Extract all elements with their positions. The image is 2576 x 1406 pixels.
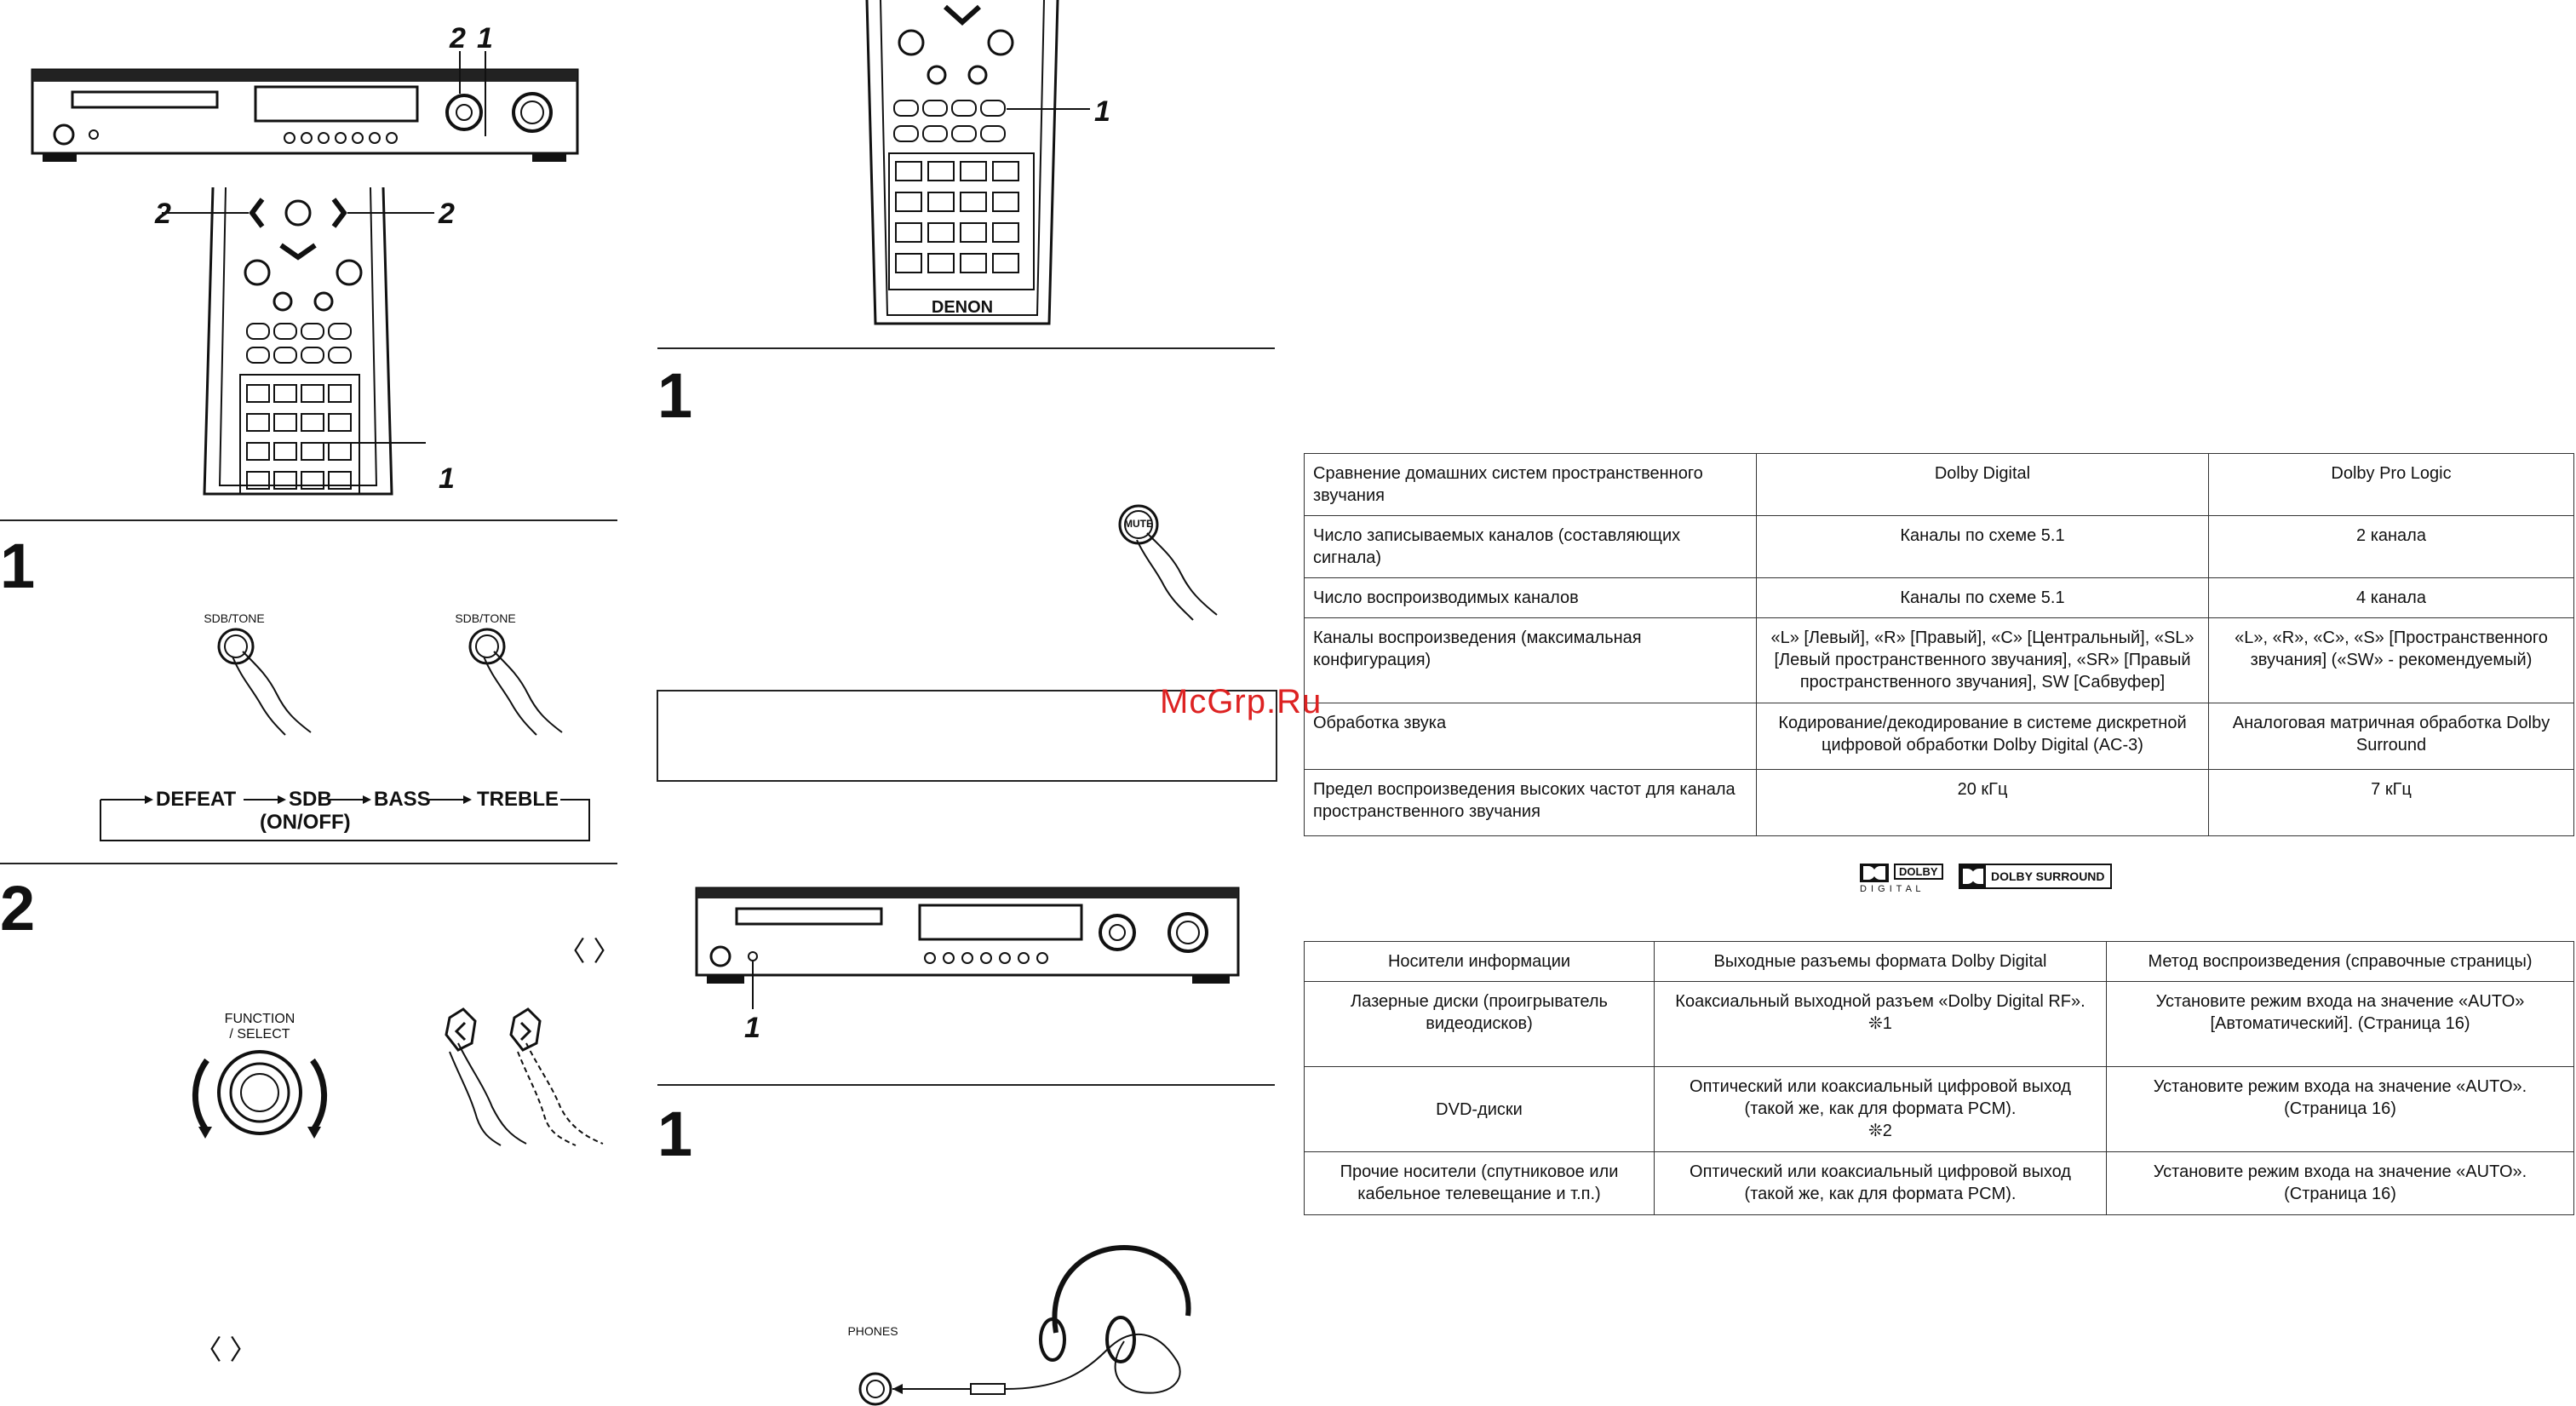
table2-header-cell: Метод воспроизведения (справочные страни…	[2106, 941, 2574, 982]
phones-label: PHONES	[847, 1324, 898, 1338]
receiver-front-panel-illustration-2	[695, 887, 1240, 1009]
table2-cell: Установите режим входа на значение «AUTO…	[2106, 1151, 2574, 1215]
divider-left-2	[0, 863, 617, 864]
cursor-arrows-bottom: 〈 〉	[194, 1334, 257, 1365]
table2-cell: Оптический или коаксиальный цифровой вых…	[1654, 1066, 2107, 1152]
table1-cell: «L» [Левый], «R» [Правый], «C» [Централь…	[1756, 617, 2209, 703]
sdb-tone-label-right: SDB/TONE	[455, 611, 516, 625]
divider-mid-2	[657, 1084, 1275, 1086]
table2-cell: Прочие носители (спутниковое или кабельн…	[1304, 1151, 1655, 1215]
table2-row: DVD-диски Оптический или коаксиальный ци…	[1304, 1066, 2574, 1152]
function-select-label-1: FUNCTION	[224, 1012, 295, 1026]
table1-header-cell: Сравнение домашних систем пространственн…	[1304, 453, 1757, 516]
remote-control-illustration	[162, 187, 434, 496]
table1-cell: Кодирование/декодирование в системе диск…	[1756, 703, 2209, 770]
surround-comparison-table: Сравнение домашних систем пространственн…	[1304, 453, 2574, 836]
headphones-jack-illustration	[858, 1244, 1191, 1406]
table2-header-cell: Носители информации	[1304, 941, 1655, 982]
mid-step-1a: 1	[657, 360, 693, 431]
callout-remote2-mute-1: 1	[1094, 95, 1110, 128]
dolby-surround-logo: DOLBY SURROUND	[1959, 864, 2112, 889]
table1-cell: Число записываемых каналов (составляющих…	[1304, 515, 1757, 578]
tone-seq-bass: BASS	[374, 788, 431, 811]
table1-cell: Каналы воспроизведения (максимальная кон…	[1304, 617, 1757, 703]
table1-cell: Число воспроизводимых каналов	[1304, 577, 1757, 618]
table1-cell: Каналы по схеме 5.1	[1756, 515, 2209, 578]
divider-left-1	[0, 519, 617, 521]
table1-row: Число записываемых каналов (составляющих…	[1304, 515, 2574, 578]
table2-row: Лазерные диски (проигрыватель видеодиско…	[1304, 981, 2574, 1067]
table1-header-cell: Dolby Pro Logic	[2208, 453, 2574, 516]
table2-cell: Оптический или коаксиальный цифровой вых…	[1654, 1151, 2107, 1215]
table1-cell: Обработка звука	[1304, 703, 1757, 770]
dolby-digital-bottom-text: D I G I T A L	[1860, 884, 1922, 894]
sdb-tone-button-press-right	[468, 628, 563, 736]
table2-cell: DVD-диски	[1304, 1066, 1655, 1152]
mute-button-label: MUTE	[1124, 518, 1153, 530]
table1-row: Число воспроизводимых каналов Каналы по …	[1304, 577, 2574, 618]
cursor-arrows-top: 〈 〉	[558, 936, 621, 967]
callout-remote-bottom-1: 1	[439, 462, 455, 495]
callout-top-left-1: 1	[477, 22, 493, 55]
mute-button-press	[1118, 504, 1218, 621]
callout-remote-left-2: 2	[155, 198, 171, 230]
table1-cell: Аналоговая матричная обработка Dolby Sur…	[2208, 703, 2574, 770]
table2-cell: Установите режим входа на значение «AUTO…	[2106, 981, 2574, 1067]
table1-header-row: Сравнение домашних систем пространственн…	[1304, 453, 2574, 516]
note-box	[657, 690, 1277, 782]
function-select-knob	[192, 1050, 328, 1139]
left-step-2: 2	[0, 873, 36, 944]
function-select-label-2: / SELECT	[229, 1027, 290, 1042]
dolby-digital-sources-table: Носители информации Выходные разъемы фор…	[1304, 941, 2574, 1215]
table2-cell: Установите режим входа на значение «AUTO…	[2106, 1066, 2574, 1152]
dolby-digital-top-text: DOLBY	[1894, 864, 1943, 880]
left-step-1: 1	[0, 531, 36, 601]
double-d-icon	[1960, 865, 1986, 887]
table1-cell: Предел воспроизведения высоких частот дл…	[1304, 769, 1757, 836]
table2-cell: Коаксиальный выходной разъем «Dolby Digi…	[1654, 981, 2107, 1067]
table2-cell: Лазерные диски (проигрыватель видеодиско…	[1304, 981, 1655, 1067]
cursor-buttons-press	[445, 1007, 604, 1146]
table1-cell: 7 кГц	[2208, 769, 2574, 836]
table1-row: Предел воспроизведения высоких частот дл…	[1304, 769, 2574, 836]
callout-top-left-2: 2	[450, 22, 466, 55]
table1-row: Каналы воспроизведения (максимальная кон…	[1304, 617, 2574, 703]
table2-row: Прочие носители (спутниковое или кабельн…	[1304, 1151, 2574, 1215]
tone-seq-sdb-onoff: (ON/OFF)	[260, 811, 351, 834]
table1-cell: 20 кГц	[1756, 769, 2209, 836]
receiver-front-panel-illustration	[31, 51, 579, 162]
dolby-surround-text: DOLBY SURROUND	[1991, 869, 2105, 883]
table1-cell: «L», «R», «C», «S» [Пространственного зв…	[2208, 617, 2574, 703]
dolby-digital-logo: DOLBY D I G I T A L	[1860, 862, 1945, 894]
callout-remote-right-2: 2	[439, 198, 455, 230]
callout-receiver2-1: 1	[744, 1012, 760, 1044]
divider-mid-1	[657, 347, 1275, 349]
sdb-tone-label-left: SDB/TONE	[204, 611, 265, 625]
table1-row: Обработка звука Кодирование/декодировани…	[1304, 703, 2574, 770]
tone-seq-defeat: DEFEAT	[156, 788, 237, 811]
remote-control-mute-illustration	[865, 0, 1090, 325]
tone-seq-sdb: SDB	[289, 788, 332, 811]
table1-cell: Каналы по схеме 5.1	[1756, 577, 2209, 618]
table1-cell: 2 канала	[2208, 515, 2574, 578]
tone-seq-treble: TREBLE	[477, 788, 559, 811]
watermark: McGrp.Ru	[1160, 683, 1322, 720]
sdb-tone-button-press-left	[217, 628, 312, 736]
table2-header-row: Носители информации Выходные разъемы фор…	[1304, 941, 2574, 982]
table1-header-cell: Dolby Digital	[1756, 453, 2209, 516]
table2-header-cell: Выходные разъемы формата Dolby Digital	[1654, 941, 2107, 982]
double-d-icon	[1860, 864, 1889, 882]
table1-cell: 4 канала	[2208, 577, 2574, 618]
tone-sequence-loop	[100, 795, 590, 841]
denon-remote-logo: DENON	[931, 298, 994, 317]
mid-step-1b: 1	[657, 1099, 693, 1169]
